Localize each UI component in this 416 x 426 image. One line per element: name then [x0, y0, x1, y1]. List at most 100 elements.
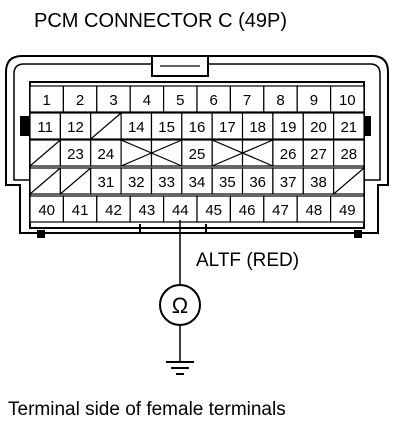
terminal-cell — [229, 85, 265, 113]
terminal-label-46: 46 — [239, 202, 256, 219]
terminal-cell — [181, 167, 213, 195]
empty-cavity-mark — [29, 167, 61, 195]
left-bottom-key — [37, 230, 45, 238]
terminal-label-48: 48 — [306, 202, 323, 219]
terminal-cell — [333, 112, 365, 140]
connector-housing-outer — [5, 55, 389, 234]
terminal-label-1: 1 — [43, 92, 51, 109]
terminal-cell — [129, 85, 165, 113]
signal-label: ALTF (RED) — [196, 250, 299, 271]
ohm-symbol: Ω — [172, 293, 188, 318]
empty-cavity-mark — [90, 112, 122, 140]
terminal-label-38: 38 — [310, 174, 327, 191]
terminal-cell — [241, 139, 274, 167]
terminal-cell — [330, 195, 365, 223]
terminal-cell — [96, 85, 131, 113]
empty-cavity-mark — [120, 139, 183, 167]
empty-cavity-mark — [333, 167, 365, 195]
terminal-cell — [263, 85, 298, 113]
terminal-label-28: 28 — [340, 146, 357, 163]
right-latch — [361, 116, 371, 136]
terminal-cell — [120, 112, 153, 140]
terminal-cell — [330, 85, 365, 113]
terminal-cell — [129, 195, 165, 223]
terminal-label-37: 37 — [280, 174, 297, 191]
terminal-label-34: 34 — [189, 174, 206, 191]
terminal-label-10: 10 — [339, 92, 356, 109]
terminal-label-42: 42 — [105, 202, 122, 219]
connector-housing-inner — [13, 63, 381, 181]
empty-cavity-mark — [211, 139, 274, 167]
terminal-cell — [59, 112, 92, 140]
terminal-cell — [120, 139, 153, 167]
ground-icon — [166, 361, 194, 375]
terminal-label-31: 31 — [98, 174, 115, 191]
terminal-cell — [196, 195, 232, 223]
terminal-label-16: 16 — [189, 119, 206, 136]
terminal-label-26: 26 — [280, 146, 297, 163]
right-bottom-key — [354, 230, 362, 238]
terminal-label-6: 6 — [210, 92, 218, 109]
terminal-label-21: 21 — [340, 119, 357, 136]
terminal-cell — [29, 112, 61, 140]
terminal-label-44: 44 — [172, 202, 189, 219]
terminal-label-36: 36 — [249, 174, 266, 191]
terminal-cell — [150, 167, 183, 195]
terminal-label-12: 12 — [67, 119, 84, 136]
terminal-cell — [272, 112, 304, 140]
terminal-cell — [163, 85, 198, 113]
terminal-cell — [59, 139, 92, 167]
terminal-label-8: 8 — [276, 92, 284, 109]
terminal-label-11: 11 — [37, 119, 53, 136]
terminal-label-45: 45 — [205, 202, 222, 219]
terminal-cell — [241, 112, 274, 140]
terminal-label-19: 19 — [280, 119, 297, 136]
terminal-label-4: 4 — [143, 92, 151, 109]
terminal-label-41: 41 — [72, 202, 89, 219]
terminal-cell — [302, 167, 335, 195]
diagram-caption: Terminal side of female terminals — [8, 399, 286, 420]
terminal-label-15: 15 — [158, 119, 175, 136]
terminal-label-18: 18 — [249, 119, 266, 136]
terminal-label-23: 23 — [67, 146, 84, 163]
terminal-label-20: 20 — [310, 119, 327, 136]
terminal-cell — [163, 195, 198, 223]
terminal-cell — [302, 139, 335, 167]
terminal-label-35: 35 — [219, 174, 236, 191]
terminal-label-40: 40 — [38, 202, 55, 219]
terminal-label-3: 3 — [109, 92, 117, 109]
terminal-cell — [241, 167, 274, 195]
terminal-cell — [120, 167, 153, 195]
terminal-cell — [29, 195, 65, 223]
terminal-label-49: 49 — [339, 202, 356, 219]
empty-cavity-mark — [59, 167, 92, 195]
terminal-label-27: 27 — [310, 146, 327, 163]
terminal-cell — [181, 139, 213, 167]
terminal-label-9: 9 — [310, 92, 318, 109]
terminal-label-25: 25 — [189, 146, 206, 163]
terminal-cell — [302, 112, 335, 140]
terminal-cell — [150, 112, 183, 140]
terminal-cell — [211, 139, 244, 167]
terminal-cell — [296, 195, 332, 223]
terminal-label-7: 7 — [243, 92, 251, 109]
diagram-title: PCM CONNECTOR C (49P) — [34, 10, 287, 32]
terminal-cell — [211, 112, 244, 140]
terminal-cell — [229, 195, 265, 223]
terminal-cell — [211, 167, 244, 195]
empty-cavity-mark — [29, 139, 61, 167]
terminal-label-24: 24 — [98, 146, 115, 163]
terminal-cell — [263, 195, 298, 223]
terminal-label-33: 33 — [158, 174, 175, 191]
terminal-cell — [272, 139, 304, 167]
left-latch — [20, 116, 30, 136]
terminal-cell — [333, 139, 365, 167]
terminal-label-2: 2 — [76, 92, 84, 109]
terminal-label-14: 14 — [128, 119, 145, 136]
terminal-label-17: 17 — [219, 119, 236, 136]
terminal-label-32: 32 — [128, 174, 145, 191]
terminal-label-47: 47 — [272, 202, 289, 219]
